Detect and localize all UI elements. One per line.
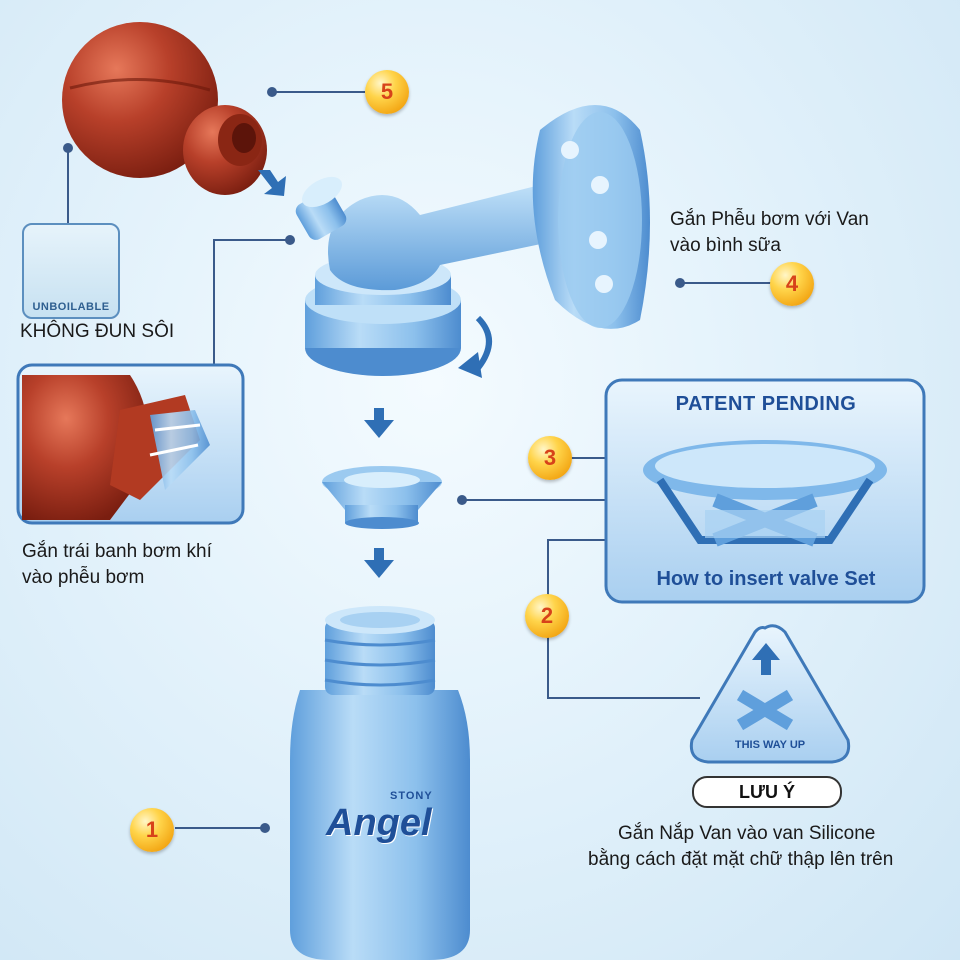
no-boil-label: KHÔNG ĐUN SÔI <box>20 321 175 342</box>
note-line2: bằng cách đặt mặt chữ thập lên trên <box>588 849 894 870</box>
air-bulb <box>62 22 267 195</box>
attach-bulb-line1: Gắn trái banh bơm khí <box>22 541 212 562</box>
valve <box>322 466 442 529</box>
this-way-up-label: THIS WAY UP <box>734 739 806 751</box>
bulb-attach-inset <box>16 363 245 525</box>
step-badge-1: 1 <box>130 808 174 852</box>
attach-bulb-line2: vào phễu bơm <box>22 567 145 588</box>
brand-small-text: STONY <box>390 790 433 802</box>
note-line1: Gắn Nắp Van vào van Silicone <box>618 823 876 844</box>
step-badge-3: 3 <box>528 436 572 480</box>
note-title: LƯU Ý <box>692 776 842 808</box>
attach-funnel-line1: Gắn Phễu bơm với Van <box>670 209 869 230</box>
patent-panel <box>604 378 926 604</box>
attach-funnel-line2: vào bình sữa <box>670 235 781 256</box>
how-to-insert-caption: How to insert valve Set <box>656 568 876 590</box>
step-badge-4: 4 <box>770 262 814 306</box>
patent-pending-title: PATENT PENDING <box>675 393 857 415</box>
rotate-arrow-icon <box>475 315 492 370</box>
unboilable-badge: UNBOILABLE <box>22 223 120 319</box>
step-badge-5: 5 <box>365 70 409 114</box>
down-arrow-icon <box>364 408 394 578</box>
pump-funnel <box>295 105 650 376</box>
this-way-up-triangle <box>689 624 851 764</box>
arrow-icon <box>258 170 286 196</box>
brand-logo-text: Angel <box>326 802 432 844</box>
unboilable-label: UNBOILABLE <box>32 301 110 313</box>
step-badge-2: 2 <box>525 594 569 638</box>
feeding-bottle <box>290 606 470 960</box>
